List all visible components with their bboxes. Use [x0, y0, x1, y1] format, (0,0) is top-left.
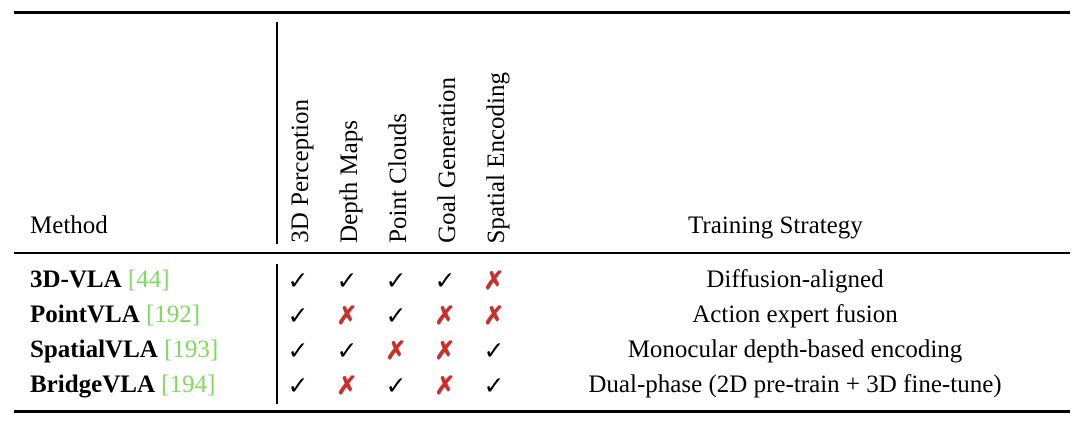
body-column-divider: [276, 264, 278, 404]
mark-cell: ✓: [336, 268, 358, 295]
mark-cell: ✓: [434, 268, 456, 295]
method-cell: SpatialVLA [193]: [30, 336, 218, 364]
mark-cell: ✗: [385, 338, 407, 365]
citation-ref: [44]: [127, 266, 170, 293]
method-cell: PointVLA [192]: [30, 301, 200, 329]
mark-cell: ✓: [483, 373, 505, 400]
mark-cell: ✓: [336, 338, 358, 365]
method-name: 3D-VLA: [30, 266, 122, 293]
strategy-cell: Monocular depth-based encoding: [627, 336, 963, 363]
citation-ref: [193]: [164, 336, 219, 363]
strategy-cell: Dual-phase (2D pre-train + 3D fine-tune): [588, 371, 1002, 398]
header-capability-spatial-encoding: Spatial Encoding: [483, 71, 510, 244]
mark-cell: ✓: [287, 338, 309, 365]
header-capability-depth-maps: Depth Maps: [336, 120, 363, 243]
method-name: PointVLA: [30, 301, 140, 328]
table-bottom-rule: [14, 410, 1070, 413]
table-row: 3D-VLA [44] ✓ ✓ ✓ ✓ ✗ Diffusion-aligned: [0, 266, 1080, 302]
header-capability-3d-perception: 3D Perception: [287, 99, 314, 243]
mark-cell: ✗: [336, 373, 358, 400]
mark-cell: ✓: [385, 373, 407, 400]
mark-cell: ✗: [434, 338, 456, 365]
header-capability-point-clouds: Point Clouds: [385, 113, 412, 243]
mark-cell: ✓: [385, 303, 407, 330]
method-cell: BridgeVLA [194]: [30, 371, 215, 399]
table-row: PointVLA [192] ✓ ✗ ✓ ✗ ✗ Action expert f…: [0, 301, 1080, 337]
mark-cell: ✓: [287, 268, 309, 295]
header-bottom-rule: [14, 252, 1070, 254]
mark-cell: ✓: [287, 303, 309, 330]
header-method: Method: [30, 212, 108, 239]
header-column-divider: [276, 22, 278, 244]
mark-cell: ✓: [483, 338, 505, 365]
mark-cell: ✓: [287, 373, 309, 400]
mark-cell: ✗: [336, 303, 358, 330]
mark-cell: ✗: [483, 268, 505, 295]
mark-cell: ✓: [385, 268, 407, 295]
table-top-rule: [14, 11, 1070, 14]
strategy-cell: Diffusion-aligned: [706, 266, 884, 293]
mark-cell: ✗: [434, 373, 456, 400]
mark-cell: ✗: [483, 303, 505, 330]
citation-ref: [194]: [161, 371, 216, 398]
strategy-cell: Action expert fusion: [692, 301, 898, 328]
table-row: SpatialVLA [193] ✓ ✓ ✗ ✗ ✓ Monocular dep…: [0, 336, 1080, 372]
citation-ref: [192]: [145, 301, 201, 328]
header-training-strategy: Training Strategy: [688, 212, 863, 239]
method-name: SpatialVLA: [30, 336, 158, 363]
table-row: BridgeVLA [194] ✓ ✗ ✓ ✗ ✓ Dual-phase (2D…: [0, 371, 1080, 407]
method-name: BridgeVLA: [30, 371, 155, 398]
method-cell: 3D-VLA [44]: [30, 266, 170, 294]
mark-cell: ✗: [434, 303, 456, 330]
header-capability-goal-generation: Goal Generation: [434, 77, 461, 243]
